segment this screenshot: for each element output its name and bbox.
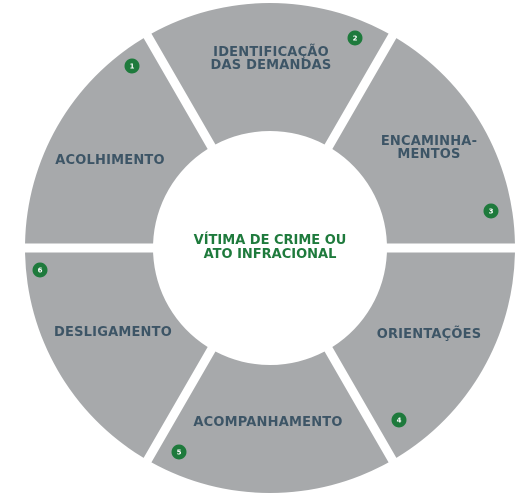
segment-label-identificacao-line-1: IDENTIFICAÇÃO — [213, 44, 329, 60]
step-badge-3: 3 — [483, 203, 499, 219]
segment-shape-desligamento — [25, 252, 208, 458]
segment-label-orientacoes: ORIENTAÇÕES — [377, 326, 482, 342]
step-badge-number: 2 — [353, 35, 358, 43]
segment-label-encaminhamentos-line-2: MENTOS — [397, 147, 460, 162]
segment-label-acolhimento: ACOLHIMENTO — [55, 153, 164, 168]
center-title-line-1: VÍTIMA DE CRIME OU — [194, 232, 347, 248]
step-badge-2: 2 — [347, 30, 363, 46]
segment-label-identificacao-line-2: DAS DEMANDAS — [211, 58, 332, 73]
step-badge-circle — [32, 262, 48, 278]
step-badge-number: 5 — [177, 449, 182, 457]
segment-shape-identificacao — [151, 3, 389, 145]
step-badge-5: 5 — [171, 444, 187, 460]
center-title-line-2: ATO INFRACIONAL — [204, 247, 337, 262]
segment-desligamento: DESLIGAMENTO 6 — [25, 252, 208, 458]
segment-label-acompanhamento: ACOMPANHAMENTO — [193, 415, 342, 430]
segment-acompanhamento: ACOMPANHAMENTO 5 — [151, 351, 389, 493]
segment-shape-acompanhamento — [151, 351, 389, 493]
center-hub: VÍTIMA DE CRIME OU ATO INFRACIONAL — [194, 232, 347, 262]
step-badge-number: 6 — [38, 267, 43, 275]
step-badge-6: 6 — [32, 262, 48, 278]
segment-shape-orientacoes — [332, 252, 515, 458]
step-badge-4: 4 — [391, 412, 407, 428]
step-badge-number: 1 — [130, 63, 135, 71]
step-badge-circle — [171, 444, 187, 460]
step-badge-number: 4 — [397, 417, 402, 425]
segment-acolhimento: ACOLHIMENTO 1 — [25, 38, 208, 244]
segment-label-encaminhamentos-line-1: ENCAMINHA- — [381, 134, 477, 149]
segment-orientacoes: ORIENTAÇÕES 4 — [332, 252, 515, 458]
step-badge-1: 1 — [124, 58, 140, 74]
step-badge-number: 3 — [489, 208, 494, 216]
segment-label-desligamento: DESLIGAMENTO — [54, 325, 172, 340]
step-badge-circle — [483, 203, 499, 219]
step-badge-circle — [391, 412, 407, 428]
step-badge-circle — [124, 58, 140, 74]
segment-shape-encaminhamentos — [332, 38, 515, 244]
step-badge-circle — [347, 30, 363, 46]
segment-shape-acolhimento — [25, 38, 208, 244]
segment-encaminhamentos: ENCAMINHA-MENTOS 3 — [332, 38, 515, 244]
